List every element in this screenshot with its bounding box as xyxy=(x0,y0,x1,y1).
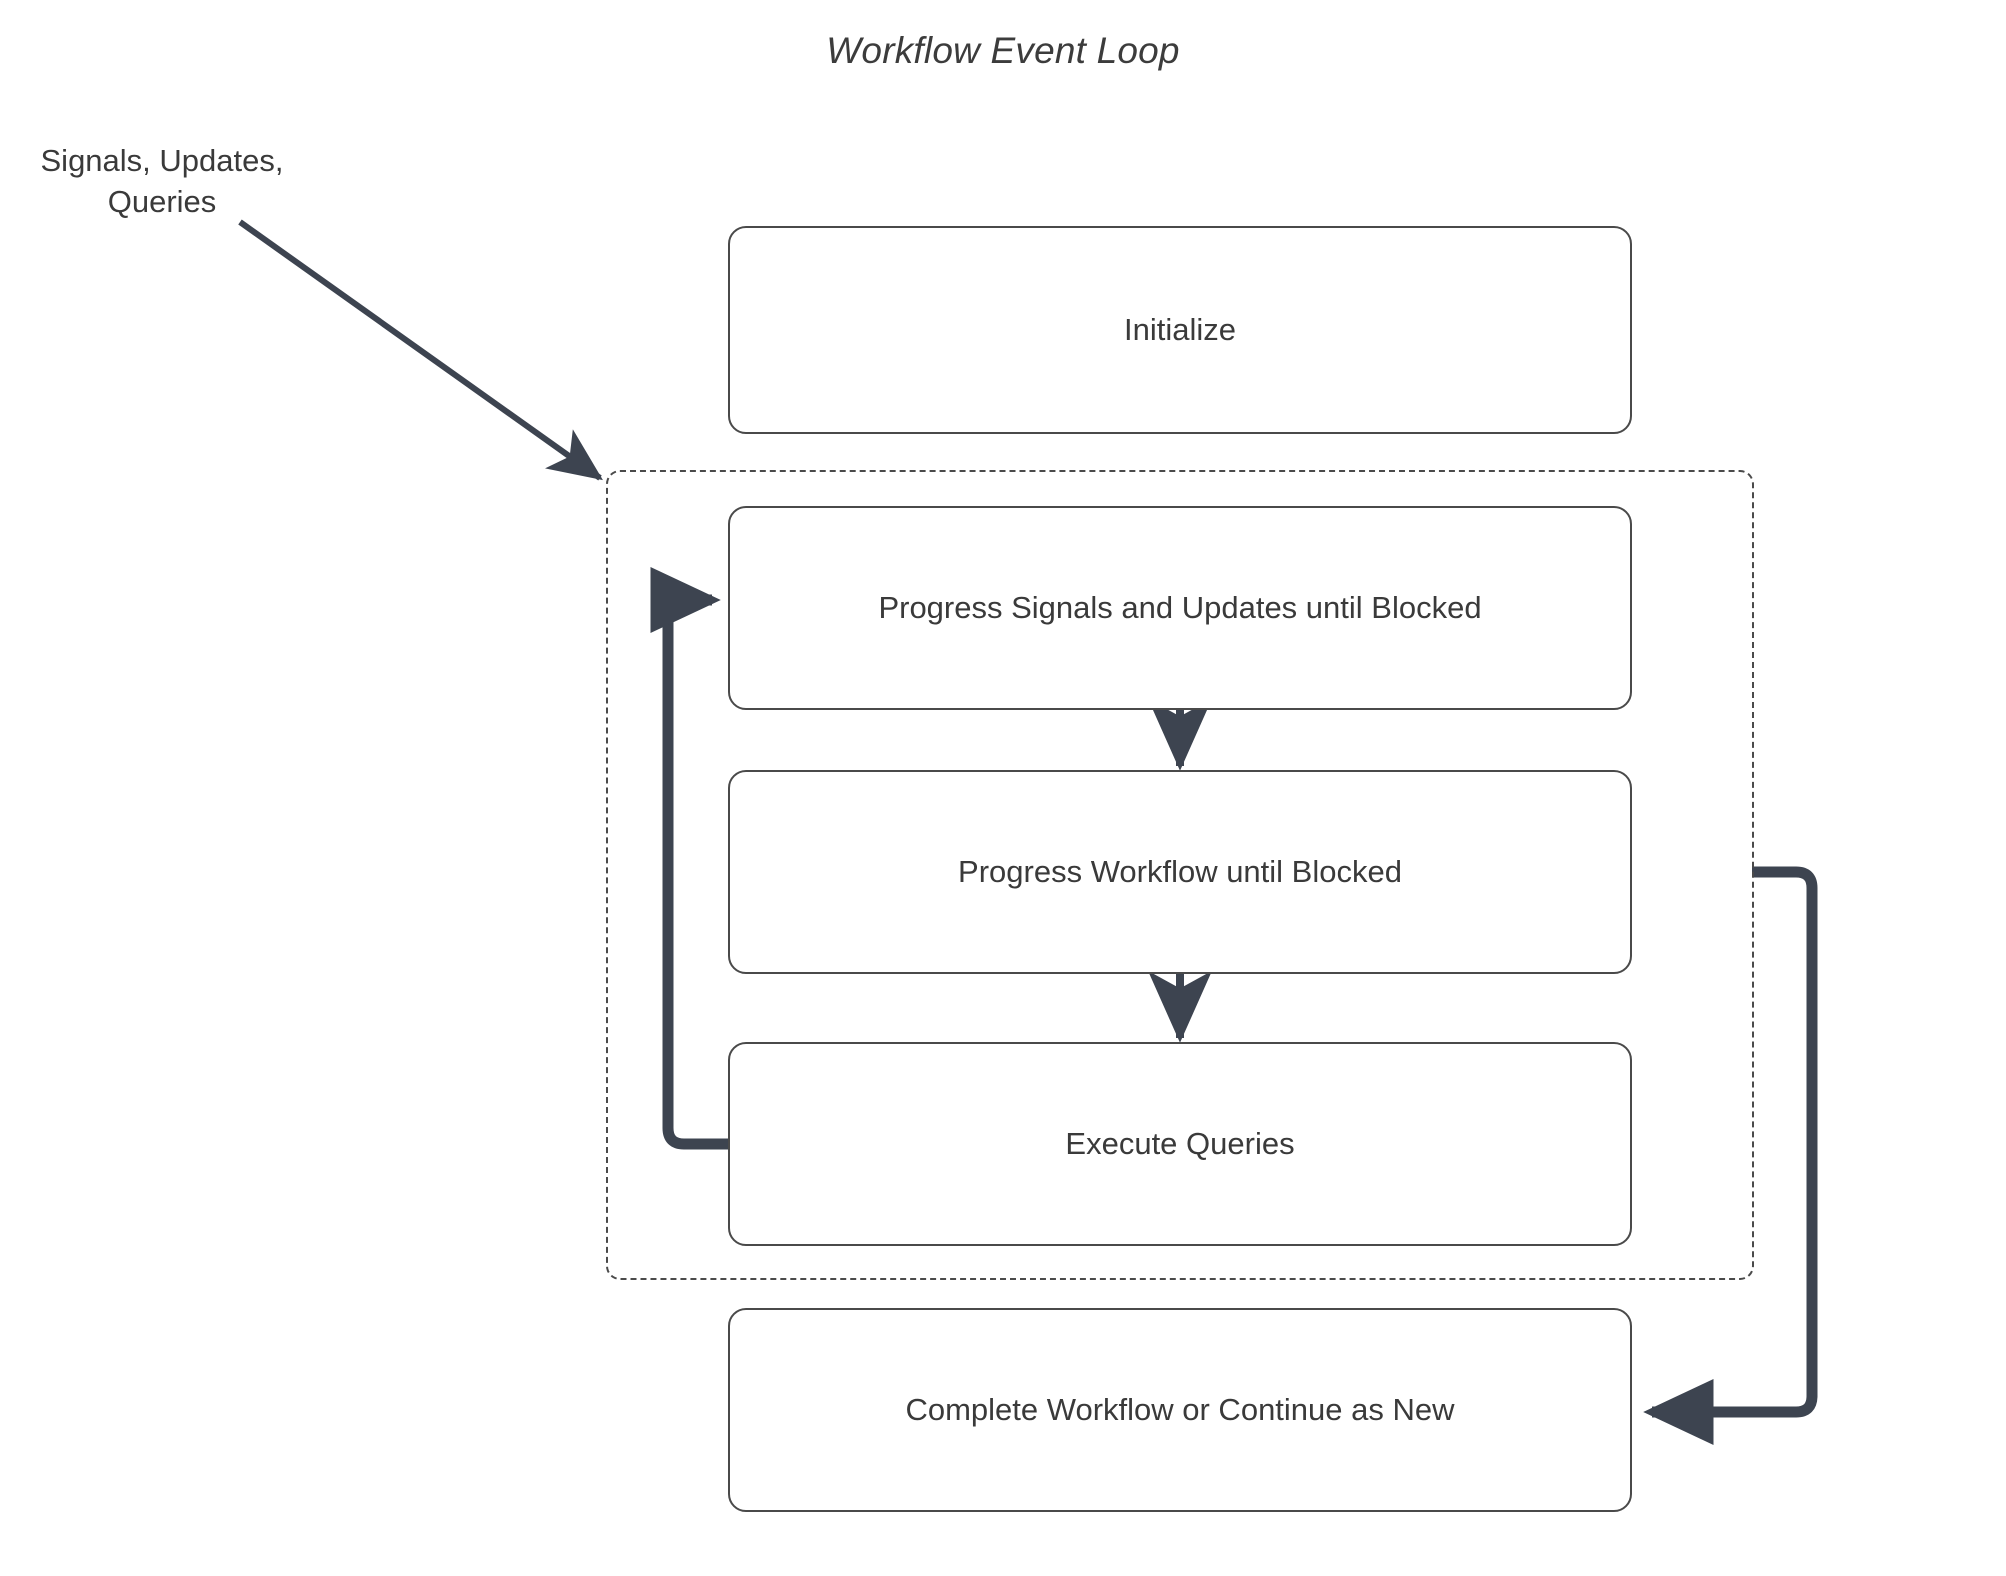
node-complete-workflow[interactable]: Complete Workflow or Continue as New xyxy=(728,1308,1632,1512)
external-input-label-line-1: Signals, Updates, xyxy=(40,143,284,178)
node-execute-queries[interactable]: Execute Queries xyxy=(728,1042,1632,1246)
node-initialize[interactable]: Initialize xyxy=(728,226,1632,434)
external-input-label-line-2: Queries xyxy=(107,184,217,219)
page-title: Workflow Event Loop xyxy=(826,30,1180,71)
node-progress-workflow[interactable]: Progress Workflow until Blocked xyxy=(728,770,1632,974)
edge-external-to-loop xyxy=(238,219,603,481)
edge-loop-to-complete xyxy=(1643,866,1818,1445)
external-input-label: Signals, Updates, Queries xyxy=(22,140,302,222)
node-progress-signals-label: Progress Signals and Updates until Block… xyxy=(878,590,1482,625)
node-initialize-label: Initialize xyxy=(1124,312,1236,347)
edge-queries-back-to-signals xyxy=(650,567,728,1150)
event-loop-region xyxy=(606,470,1754,1280)
node-execute-queries-label: Execute Queries xyxy=(1065,1126,1295,1161)
node-progress-workflow-label: Progress Workflow until Blocked xyxy=(958,854,1402,889)
node-progress-signals[interactable]: Progress Signals and Updates until Block… xyxy=(728,506,1632,710)
node-complete-workflow-label: Complete Workflow or Continue as New xyxy=(905,1392,1455,1427)
